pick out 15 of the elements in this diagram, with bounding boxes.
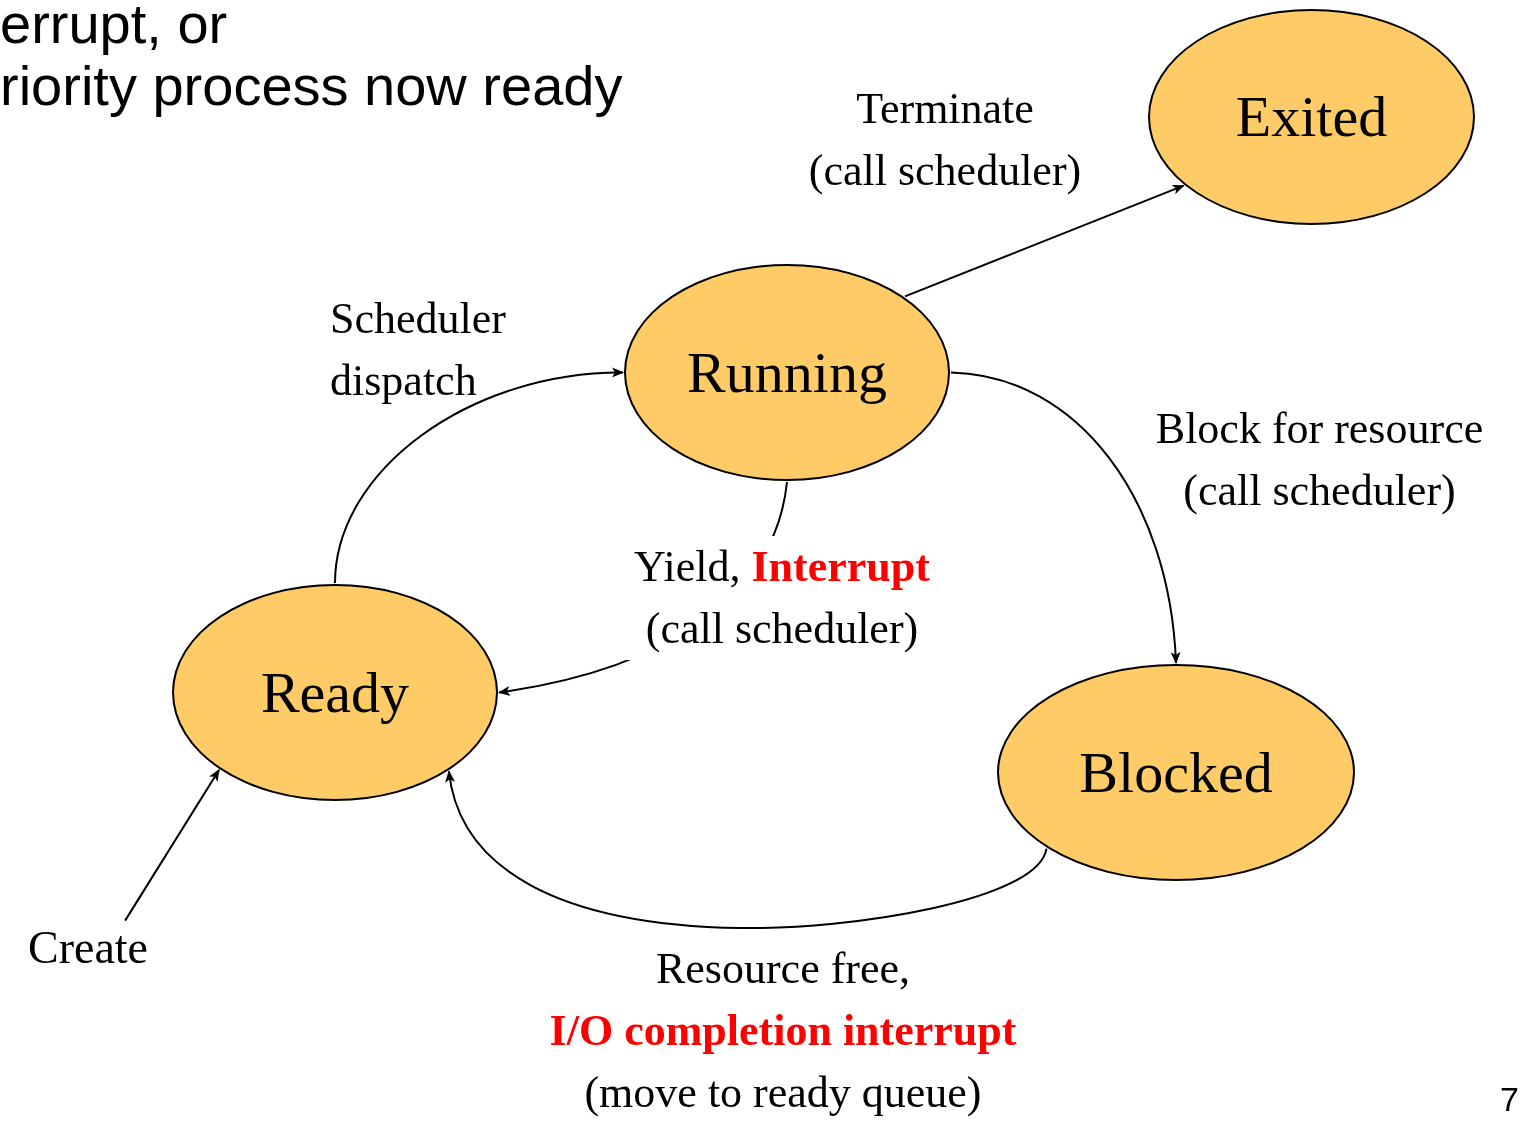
edge-label: Scheduler dispatch (330, 293, 507, 407)
state-name: Running (687, 343, 887, 402)
edge-label: Resource free, I/O completion interrupt (move to ready queue) (548, 943, 1018, 1119)
arrow (903, 184, 1185, 298)
edge-label: Terminate (call scheduler) (807, 83, 1083, 197)
state-name: Create (28, 925, 148, 971)
state-name: Blocked (1079, 743, 1273, 802)
arrow (334, 368, 624, 584)
state-name: Ready (260, 663, 410, 722)
edge-label: Block for resource (call scheduler) (1154, 403, 1485, 517)
state-name: Exited (1235, 88, 1388, 146)
arrow (950, 371, 1181, 664)
arrow (124, 768, 221, 922)
arrow (446, 770, 1048, 929)
slide-text: 7 (1500, 1082, 1519, 1116)
